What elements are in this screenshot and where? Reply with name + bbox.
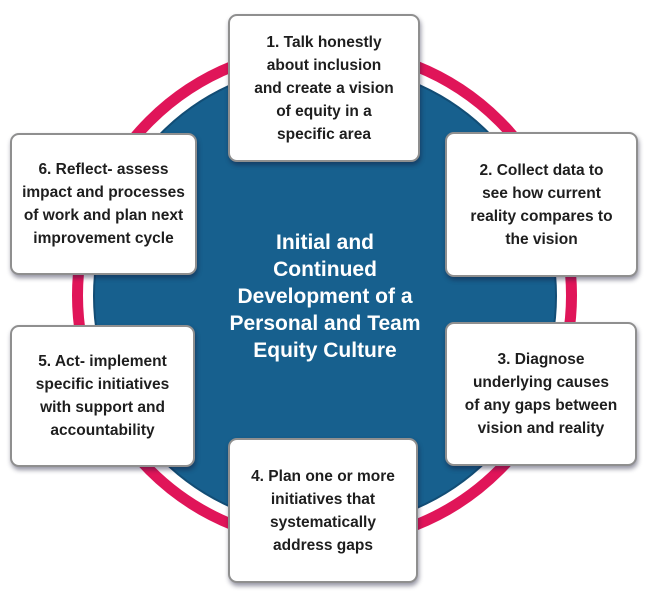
step-box-3: 3. Diagnose underlying causes of any gap… <box>445 322 637 466</box>
step-box-6: 6. Reflect- assess impact and processes … <box>10 133 197 275</box>
cycle-title: Initial and Continued Development of a P… <box>229 230 421 362</box>
step-6-text: 6. Reflect- assess impact and processes … <box>22 161 185 247</box>
step-box-2: 2. Collect data to see how current reali… <box>445 132 638 277</box>
step-box-5: 5. Act- implement specific initiatives w… <box>10 325 195 467</box>
step-3-text: 3. Diagnose underlying causes of any gap… <box>464 351 618 437</box>
step-1-text: 1. Talk honestly about inclusion and cre… <box>254 33 394 143</box>
step-box-1: 1. Talk honestly about inclusion and cre… <box>228 14 420 162</box>
step-box-4: 4. Plan one or more initiatives that sys… <box>228 438 418 583</box>
step-2-text: 2. Collect data to see how current reali… <box>470 161 613 248</box>
step-4-text: 4. Plan one or more initiatives that sys… <box>251 467 395 554</box>
step-5-text: 5. Act- implement specific initiatives w… <box>35 353 170 439</box>
